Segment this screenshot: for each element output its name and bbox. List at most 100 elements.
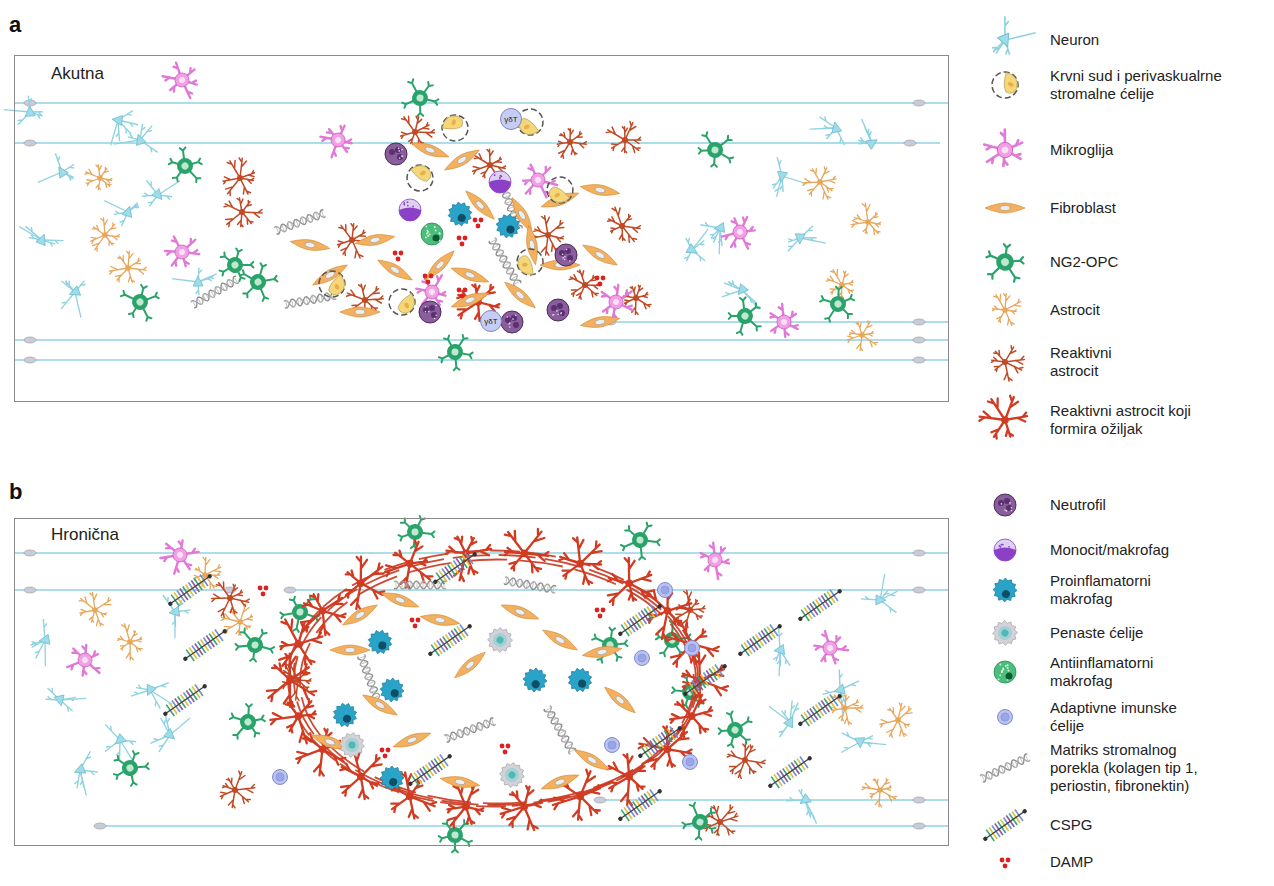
granule — [435, 230, 437, 232]
astrocyte-process — [625, 558, 635, 583]
microglia-nucleus — [612, 298, 620, 306]
stromal-matrix — [980, 753, 1030, 782]
granule — [407, 201, 409, 203]
immune-body — [658, 583, 673, 598]
granule — [427, 230, 429, 232]
reactive-astrocyte-cell — [705, 805, 738, 835]
opc-cell — [437, 332, 475, 373]
macrophage-nucleus — [378, 641, 387, 650]
soma — [193, 276, 203, 286]
cspg-core — [770, 758, 809, 786]
opc-body — [690, 812, 710, 832]
scar-border — [294, 555, 696, 805]
cspg-core — [430, 626, 469, 654]
granule — [1002, 544, 1004, 546]
granule — [509, 322, 511, 324]
immune-nucleus — [688, 644, 696, 652]
pericyte — [411, 161, 434, 185]
fibroblast-nucleus — [389, 265, 400, 274]
cspg-core — [620, 791, 659, 819]
damp-molecules — [380, 748, 391, 759]
damp-dot — [463, 288, 468, 293]
astrocyte-process — [735, 760, 745, 778]
cspg-end — [807, 755, 813, 761]
matrix-strand — [504, 577, 557, 594]
damp-dot — [460, 242, 465, 247]
immune-nucleus — [638, 654, 646, 662]
fibroblast-body — [340, 601, 380, 630]
soma — [122, 205, 134, 217]
astrocyte-process — [216, 582, 230, 598]
neutrophil-lobe — [557, 303, 563, 309]
astrocyte-body — [625, 580, 633, 588]
matrix-rung — [423, 581, 424, 589]
astrocyte-process — [235, 785, 255, 793]
fibroblast-cell — [601, 683, 638, 716]
proinflammatory-macrophage — [366, 628, 394, 656]
microglia-cell — [317, 120, 359, 162]
axon — [800, 238, 826, 243]
blood-vessel — [314, 266, 349, 301]
macrophage-nucleus — [530, 679, 541, 690]
foam-nucleus — [495, 635, 505, 645]
legend-label: Matriks stromalnog porekla (kolagen tip … — [1050, 741, 1225, 795]
soma — [54, 695, 66, 707]
microglia-nucleus — [179, 249, 185, 255]
cspg-core — [800, 591, 839, 619]
damp-dot — [601, 276, 606, 281]
legend-label: Neutrofil — [1050, 496, 1255, 514]
neuron-cell — [759, 691, 805, 740]
soma — [68, 286, 81, 299]
neuron-cell — [172, 267, 218, 296]
astrocyte-body — [622, 137, 628, 143]
fibroblast-body — [439, 774, 480, 791]
axon-soma — [24, 587, 36, 593]
astrocyte-process — [410, 564, 433, 583]
adaptive-immune-cell — [683, 755, 698, 770]
neutrophil-cell — [555, 244, 577, 266]
granule — [1000, 546, 1002, 548]
damp-molecules — [423, 274, 434, 285]
neutrophil-body — [385, 143, 407, 165]
neuron-cell — [109, 108, 140, 148]
granule — [398, 148, 400, 150]
astrocyte-process — [573, 538, 584, 564]
fibroblast-nucleus — [595, 187, 606, 194]
neutrophil-lobe — [998, 500, 1004, 506]
microglia-nucleus — [1001, 146, 1009, 154]
damp-dot — [598, 614, 603, 619]
macrophage-body — [376, 762, 409, 795]
soma — [876, 595, 886, 605]
foam-nucleus — [507, 770, 517, 780]
microglia-body — [422, 282, 442, 302]
microglia-body — [528, 170, 547, 189]
astrocyte-process — [298, 716, 311, 743]
granule — [434, 226, 436, 228]
panel-letter: b — [9, 479, 22, 505]
astrocyte-process — [1005, 299, 1021, 310]
scar-astrocyte-cell — [501, 786, 542, 830]
astrocyte-process — [668, 600, 692, 611]
astrocyte-process — [227, 161, 240, 179]
panel-letter: a — [9, 12, 21, 38]
fibroblast-cell — [580, 241, 620, 270]
foam-body — [494, 757, 529, 792]
astrocyte-process — [385, 564, 410, 576]
astrocyte-process — [1005, 356, 1024, 364]
cell-label: γδT — [484, 317, 497, 326]
cspg-end — [682, 691, 688, 697]
matrix-rung — [438, 581, 439, 589]
damp-dot — [1000, 858, 1005, 863]
axon — [38, 169, 62, 186]
granule — [428, 311, 430, 313]
astrocyte-process — [607, 763, 629, 777]
macrophage-body — [379, 677, 405, 703]
astrocyte-process — [580, 796, 600, 815]
damp-dot — [473, 218, 478, 223]
astrocyte-process — [988, 399, 1005, 421]
astrocyte-process — [621, 777, 632, 805]
cspg-end — [182, 656, 188, 662]
fibroblast-cell — [539, 770, 580, 793]
reactive-astrocyte-cell — [401, 116, 435, 144]
astrocyte-body — [1001, 416, 1009, 424]
